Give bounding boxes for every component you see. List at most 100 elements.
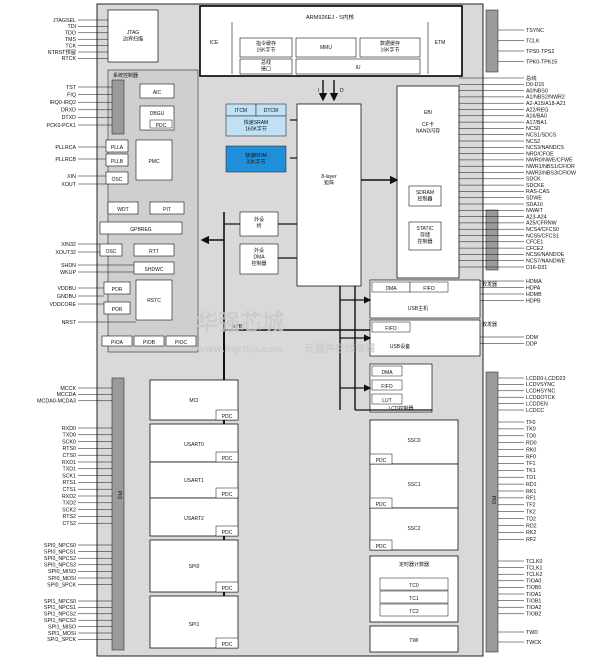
left-pins-usart-12: SCK2: [62, 507, 76, 513]
right-pins-ebi-6: A16/BA0: [526, 114, 547, 120]
right-pins-tc-7: TIOA2: [526, 605, 541, 611]
right-pins-ebi-11: NCS3/NANDCS: [526, 145, 564, 151]
bus-matrix: [296, 103, 362, 287]
usart2-label: USART2: [184, 516, 204, 522]
tc-label: 定时器计数器: [399, 561, 429, 568]
por1-label: POR: [112, 287, 123, 293]
left-pins-usart-10: RXD2: [62, 494, 76, 500]
left-pins-spi1-5: SPI1_MOSI: [48, 631, 76, 637]
left-pins-spi1-2: SPI1_NPCS2: [44, 612, 76, 618]
por2-label: POR: [112, 307, 123, 313]
spi1-block: [149, 595, 239, 649]
left-pins-usart-2: SCK0: [62, 439, 76, 445]
right-pins-ssc-11: RF1: [526, 496, 536, 502]
right-pins-ebi-25: NCS5/CFCS1: [526, 233, 559, 239]
left-pins-spi0-2: SPI0_NPCS2: [44, 556, 76, 562]
mci-label: MCI: [189, 398, 198, 404]
left-pins-usart-6: TXD1: [62, 467, 76, 473]
right-pins-lcd-1: LCDVSYNC: [526, 382, 555, 388]
right-pins-ebi-16: SDCK: [526, 177, 541, 183]
left-pins-usart-0: RXD0: [62, 426, 76, 432]
left-pins-osc32-0: XIN32: [61, 242, 76, 248]
ssc2-pdc: PDC: [376, 544, 387, 550]
right-pins-ssc-17: RF2: [526, 537, 536, 543]
rstc-label: RSTC: [147, 298, 161, 304]
left-pins-mci-1: MCCDA: [57, 392, 77, 398]
pio-right-label: PIO: [490, 496, 496, 505]
left-pins-usart-3: RTS0: [63, 446, 76, 452]
pioc-label: PIOC: [175, 340, 188, 346]
right-pins-ebi-2: A0/NBS0: [526, 88, 548, 94]
periph-dma: [239, 243, 279, 275]
left-pins-top-3: TMS: [65, 37, 77, 43]
lcd-fifo-label: FIFO: [381, 384, 392, 390]
left-pins-sys-5: PCK0-PCK1: [47, 123, 76, 129]
left-pins-spi1-0: SPI1_NPCS0: [44, 599, 76, 605]
usart1-label: USART1: [184, 478, 204, 484]
mci-pdc: PDC: [222, 414, 233, 420]
pio-right-strip: [485, 371, 499, 653]
right-pins-ebi-20: SDA10: [526, 202, 543, 208]
right-pins-ebi-9: NCS1/SDCS: [526, 133, 557, 139]
right-pins-tc-4: TIOB0: [526, 585, 541, 591]
right-pins-ssc-6: TF1: [526, 461, 535, 467]
left-pins-sys-1: FIQ: [67, 92, 76, 98]
osc32-label: OSC: [106, 249, 117, 255]
left-pins-spi1-6: SPI1_SPCK: [47, 637, 76, 643]
gpbreg-label: GPBREG: [130, 227, 152, 233]
right-pins-twi-0: TWD: [526, 630, 538, 636]
right-pins-ebi-1: D0-D15: [526, 82, 544, 88]
spi0-label: SPI0: [189, 564, 200, 570]
right-pins-ssc-9: RD1: [526, 482, 537, 488]
spi1-label: SPI1: [189, 622, 200, 628]
tc2-label: TC2: [409, 609, 419, 615]
lcdc-label: LCD控制器: [388, 405, 413, 412]
pmc-label: PMC: [148, 159, 160, 165]
right-pins-ebi-18: RAS-CAS: [526, 189, 550, 195]
jtag-block: [107, 9, 159, 63]
right-pins-tc-2: TCLK2: [526, 572, 543, 578]
d-bus-label: D: [340, 88, 344, 94]
shdwc-label: SHDWC: [145, 267, 164, 273]
left-pins-top-5: NTRST预留: [48, 48, 76, 56]
pio-sys-strip: [111, 79, 125, 135]
pin-labels: JTAGSELTDITDOTMSTCKNTRST预留RTCKTSTFIQIRQ0…: [37, 18, 576, 646]
right-pins-lcd-2: LCDHSYNC: [526, 389, 555, 395]
left-pins-power-0: VDDBU: [57, 286, 76, 292]
pioa-label: PIOA: [111, 340, 124, 346]
tc1-label: TC1: [409, 596, 419, 602]
right-pins-ebi-15: NWR3/NBS3/CFIOW: [526, 170, 576, 176]
ssc1-pdc: PDC: [376, 502, 387, 508]
dbgu-label: DBGU: [150, 111, 165, 117]
right-pins-etm-2: TPS0-TPS2: [526, 49, 554, 55]
itcm-label: ITCM: [235, 108, 247, 114]
aic-label: AIC: [153, 90, 162, 96]
twi-block: [369, 625, 459, 653]
right-pins-ebi-23: A25/CFRNW: [526, 221, 557, 227]
left-pins-spi0-0: SPI0_NPCS0: [44, 543, 76, 549]
left-pins-power-1: GNDBU: [57, 294, 76, 300]
right-pins-ssc-2: TD0: [526, 434, 536, 440]
usbh-dma-label: DMA: [385, 286, 397, 292]
right-pins-ssc-0: TF0: [526, 420, 535, 426]
left-pins-pll-0: PLLRCA: [55, 145, 76, 151]
ssc2-label: SSC2: [407, 526, 420, 532]
right-pins-ebi-14: NWR1/NBS1/CFIOR: [526, 164, 575, 170]
left-pins-usart-8: RTS1: [63, 480, 76, 486]
right-pins-usbh-2: HDMB: [526, 292, 542, 298]
right-pins-tc-1: TCLK1: [526, 565, 543, 571]
left-pins-spi0-6: SPI0_SPCK: [47, 582, 76, 588]
right-pins-usbh-1: HDPA: [526, 285, 541, 291]
left-pins-shdn-1: WKUP: [60, 270, 76, 276]
left-pins-sys-4: DTXD: [62, 115, 77, 121]
right-pins-ebi-5: A22/REG: [526, 107, 548, 113]
right-pins-ssc-13: TK2: [526, 510, 536, 516]
right-pins-ebi-3: A1/NBS2/NWR2: [526, 95, 565, 101]
right-pins-ebi-13: NWR0/NWE/CFWE: [526, 158, 573, 164]
mmu-label: MMU: [320, 45, 332, 51]
left-pins-spi0-4: SPI0_MISO: [48, 569, 76, 575]
